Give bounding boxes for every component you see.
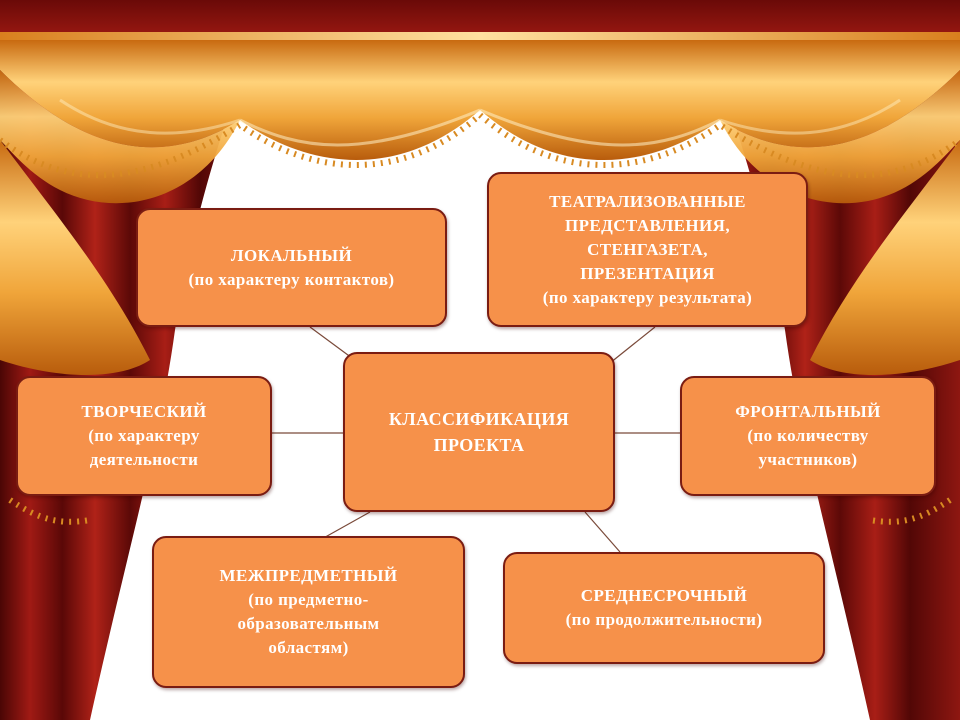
theatrical-line-5: (по характеру результата) (542, 287, 753, 307)
frontal-line-1: ФРОНТАЛЬНЫЙ (735, 402, 881, 421)
theatrical-line-4: ПРЕЗЕНТАЦИЯ (580, 263, 715, 283)
creative-line-2: (по характеру (88, 426, 200, 445)
node-creative: ТВОРЧЕСКИЙ (по характеру деятельности (16, 376, 272, 496)
theatrical-line-3: СТЕНГАЗЕТА, (587, 239, 708, 259)
node-local: ЛОКАЛЬНЫЙ (по характеру контактов) (136, 208, 447, 327)
frontal-line-3: участников) (758, 450, 858, 469)
interdisciplinary-line-4: областям) (268, 638, 349, 657)
creative-line-1: ТВОРЧЕСКИЙ (81, 402, 207, 421)
frontal-line-2: (по количеству (747, 426, 869, 445)
interdisciplinary-line-3: образовательным (237, 614, 380, 633)
node-medium-term: СРЕДНЕСРОЧНЫЙ (по продолжительности) (503, 552, 825, 664)
node-frontal: ФРОНТАЛЬНЫЙ (по количеству участников) (680, 376, 936, 496)
center-line-1: КЛАССИФИКАЦИЯ (388, 409, 570, 429)
creative-line-3: деятельности (89, 450, 199, 469)
medium-term-line-2: (по продолжительности) (565, 610, 763, 629)
theatrical-line-1: ТЕАТРАЛИЗОВАННЫЕ (549, 191, 746, 211)
medium-term-line-1: СРЕДНЕСРОЧНЫЙ (580, 586, 748, 605)
interdisciplinary-line-2: (по предметно- (248, 590, 369, 609)
theatrical-line-2: ПРЕДСТАВЛЕНИЯ, (565, 215, 730, 235)
node-theatrical: ТЕАТРАЛИЗОВАННЫЕ ПРЕДСТАВЛЕНИЯ, СТЕНГАЗЕ… (487, 172, 808, 327)
interdisciplinary-line-1: МЕЖПРЕДМЕТНЫЙ (219, 566, 398, 585)
local-line-1: ЛОКАЛЬНЫЙ (230, 245, 353, 265)
center-line-2: ПРОЕКТА (433, 435, 525, 455)
center-classification-box: КЛАССИФИКАЦИЯ ПРОЕКТА (343, 352, 615, 512)
local-line-2: (по характеру контактов) (188, 269, 395, 289)
node-interdisciplinary: МЕЖПРЕДМЕТНЫЙ (по предметно- образовател… (152, 536, 465, 688)
